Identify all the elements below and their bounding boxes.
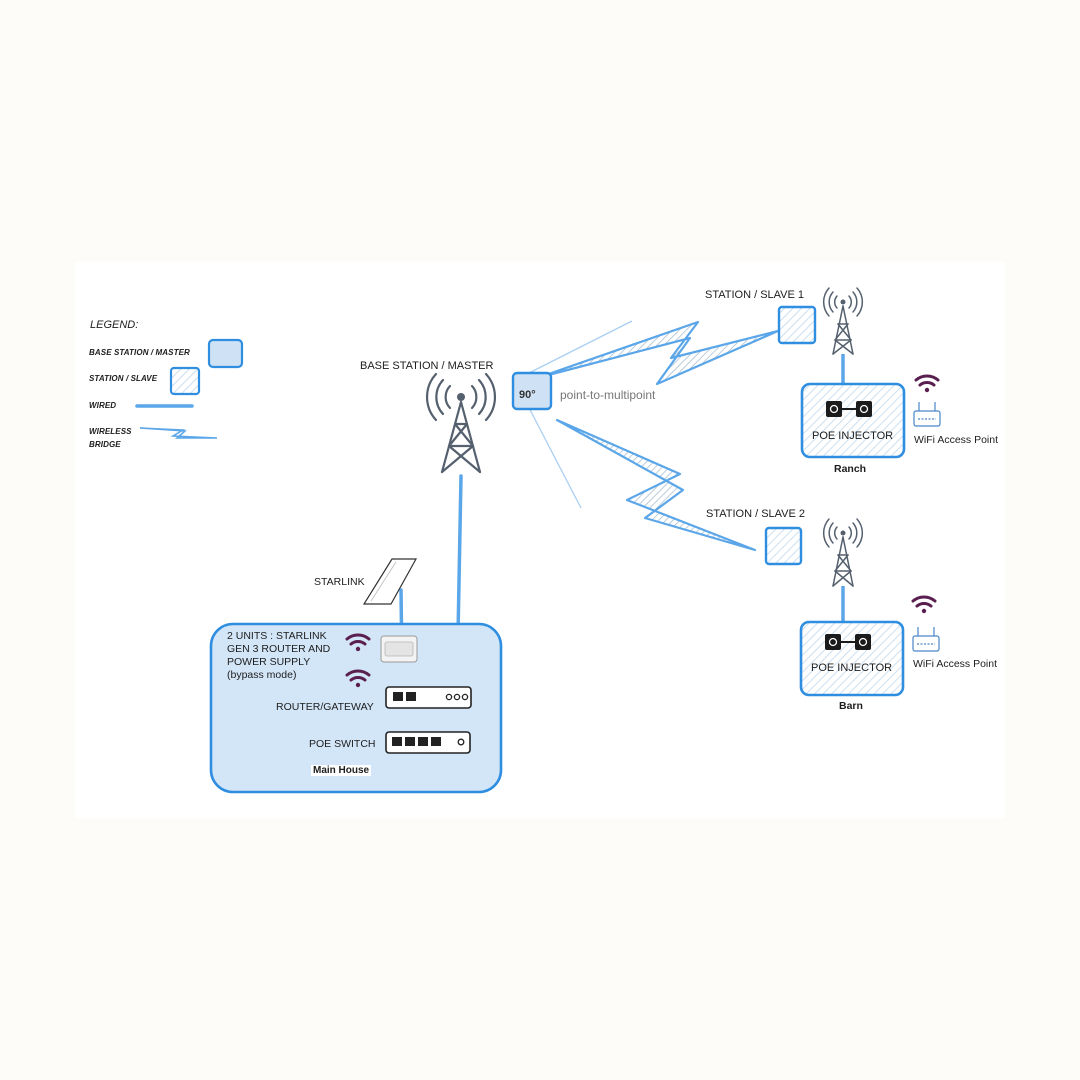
barn-site-label: Barn <box>839 700 863 712</box>
diagram-canvas: LEGEND: BASE STATION / MASTER STATION / … <box>75 262 1005 818</box>
ranch-site-label: Ranch <box>834 463 867 475</box>
sector-angle-label: 90° <box>519 389 536 401</box>
starlink-dish-icon <box>362 558 418 605</box>
slave1-label: STATION / SLAVE 1 <box>705 289 805 301</box>
ranch-wifi-icon <box>914 374 940 393</box>
legend-wireless-label-2: BRIDGE <box>89 440 121 449</box>
house-wifi-icon-1 <box>345 633 371 652</box>
ranch-ap-label: WiFi Access Point <box>914 434 999 446</box>
starlink-label: STARLINK <box>314 576 365 588</box>
mode-label: point-to-multipoint <box>560 388 656 402</box>
poe-switch-device <box>385 731 471 754</box>
house-units-line1: 2 UNITS : STARLINK <box>227 630 327 642</box>
router-gateway-label: ROUTER/GATEWAY <box>276 701 374 713</box>
legend-base-station-label: BASE STATION / MASTER <box>89 348 190 357</box>
sector-line-bottom <box>526 403 582 509</box>
barn-tower <box>822 518 864 587</box>
wireless-link-slave1 <box>535 320 780 386</box>
sector-line-top <box>526 320 633 375</box>
wireless-link-slave2 <box>555 418 757 552</box>
legend-wireless-label-1: WIRELESS <box>89 427 132 436</box>
legend-title: LEGEND: <box>90 319 139 331</box>
house-units-line2: GEN 3 ROUTER AND <box>227 643 331 655</box>
main-house-site-label: Main House <box>311 765 372 776</box>
barn-injector-box <box>799 620 905 697</box>
slave2-device <box>764 526 803 566</box>
house-wifi-icon-2 <box>345 669 371 688</box>
legend-slave-label: STATION / SLAVE <box>89 374 158 383</box>
ranch-ap-icon <box>913 402 941 427</box>
slave2-label: STATION / SLAVE 2 <box>706 508 806 520</box>
poe-switch-label: POE SWITCH <box>309 738 376 750</box>
legend-base-station-swatch <box>207 338 244 369</box>
main-tower <box>426 372 496 474</box>
barn-ap-label: WiFi Access Point <box>913 658 998 670</box>
base-station-device <box>511 371 553 411</box>
ranch-tower <box>822 287 864 355</box>
house-units-line4: (bypass mode) <box>227 669 297 681</box>
base-station-label: BASE STATION / MASTER <box>360 360 494 372</box>
starlink-router-icon <box>380 635 418 663</box>
house-units-line3: POWER SUPPLY <box>227 656 311 668</box>
slave1-device <box>777 305 817 345</box>
ranch-injector-label: POE INJECTOR <box>812 430 894 442</box>
ranch-injector-box <box>800 382 906 459</box>
legend-slave-swatch <box>169 366 201 396</box>
legend-wired-label: WIRED <box>89 401 117 410</box>
diagram-graphics <box>135 287 941 794</box>
barn-injector-label: POE INJECTOR <box>811 662 893 674</box>
legend-wireless-bolt <box>139 427 218 439</box>
barn-wifi-icon <box>911 595 937 614</box>
barn-ap-icon <box>912 627 940 652</box>
router-gateway-device <box>385 686 472 709</box>
